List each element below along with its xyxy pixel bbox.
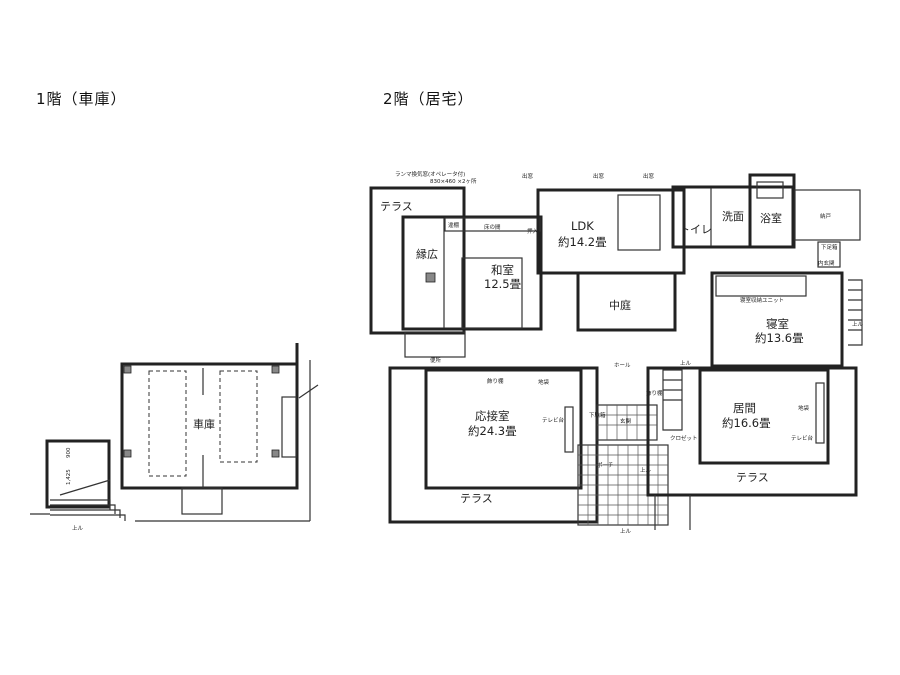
column (425, 272, 436, 283)
floor-title-2f: 2階（居宅） (383, 90, 474, 108)
jibukuro-label: 地袋 (538, 378, 550, 386)
side-closet (281, 396, 297, 458)
transom-size: 830×460 ×2ヶ所 (430, 177, 477, 185)
tv-stand-label: テレビ台 (791, 434, 814, 442)
living-label: 居間 (733, 401, 756, 415)
stairs-center (662, 369, 683, 431)
hall-label: ホール (614, 362, 631, 369)
terrace-s2-wall (646, 366, 858, 497)
toilet-label: トイレ (679, 223, 712, 236)
storage-room (794, 189, 861, 241)
courtyard-label: 中庭 (609, 298, 631, 312)
tv-stand (815, 382, 825, 444)
parking-space (148, 370, 187, 477)
closet-row (444, 217, 541, 232)
column (271, 449, 280, 458)
stair-steps (50, 499, 126, 521)
stairs-east (848, 279, 863, 346)
terrace-nw-label: テラス (380, 200, 413, 213)
bedroom-size: 約13.6畳 (755, 331, 804, 345)
bay-window-label: 出窓 (593, 172, 605, 180)
bay-window-label: 出窓 (522, 172, 534, 180)
inner-entrance-box (817, 241, 841, 268)
tv-stand-label: テレビ台 (542, 416, 565, 424)
tv-stand (564, 406, 574, 453)
garage-step (181, 487, 223, 515)
stair-line (59, 479, 111, 496)
genkan-label: 玄関 (620, 417, 632, 425)
washitsu-size: 12.5畳 (484, 277, 521, 291)
residence-plan (369, 173, 863, 530)
parking-space (219, 370, 258, 463)
engawa-label: 縁広 (416, 247, 438, 261)
garage-label: 車庫 (193, 417, 215, 431)
terrace-s1-wall (388, 366, 599, 524)
ldk-wall (536, 188, 686, 275)
washroom-label: 洗面 (722, 210, 744, 223)
bedroom-storage-unit (715, 275, 807, 297)
shoe-box-inner-label: 下足箱 (821, 243, 838, 251)
courtyard-wall (576, 271, 677, 332)
ldk-label: LDK (571, 219, 594, 233)
washitsu-label: 和室 (491, 263, 514, 277)
column (123, 449, 132, 458)
living-wall (698, 368, 830, 465)
terrace-s1-label: テラス (460, 492, 493, 505)
up-label: 上ル (680, 359, 692, 367)
benjo-label: 便所 (430, 356, 442, 364)
bedroom-storage-label: 寝室収納ユニット (740, 296, 784, 304)
bathtub (756, 181, 784, 199)
tokonoma-label: 床の間 (484, 223, 501, 231)
benjo-room (404, 331, 466, 358)
dimension-900: 900 (66, 447, 72, 458)
living-size: 約16.6畳 (722, 416, 771, 430)
washitsu-block (401, 215, 543, 331)
terrace-s2-label: テラス (736, 471, 769, 484)
leader-line (298, 384, 319, 399)
bedroom-wall (710, 271, 844, 368)
bath-wall (748, 173, 796, 249)
chigaidana-label: 違棚 (448, 221, 460, 229)
bay-window-label: 出窓 (643, 172, 655, 180)
entrance-stair-box (45, 439, 111, 509)
porch-label: ポーチ (597, 462, 614, 469)
floor-title-1f: 1階（車庫） (36, 90, 127, 108)
oshiire-label: 押入 (527, 227, 539, 235)
closet-label: クロゼット (670, 434, 698, 442)
getabako-label: 下駄箱 (589, 411, 606, 419)
up-label: 上ル (72, 524, 84, 532)
garage-plan: 車庫 1,425 900 上ル (30, 343, 319, 532)
shelf-label: 飾り棚 (646, 389, 663, 397)
up-label: 上ル (852, 320, 864, 328)
storage-label: 納戸 (820, 212, 832, 220)
up-label: 上ル (640, 466, 652, 474)
reception-wall (424, 368, 583, 490)
shelf-label: 飾り棚 (487, 377, 504, 385)
tatami-area (461, 257, 523, 329)
kitchen-counter (617, 194, 661, 251)
bedroom-label: 寝室 (766, 317, 789, 331)
reception-label: 応接室 (475, 409, 510, 423)
column (123, 365, 132, 374)
terrace-nw-wall (369, 186, 466, 335)
transom-note: ランマ換気窓(オペレータ付) (395, 170, 465, 178)
reception-size: 約24.3畳 (468, 424, 517, 438)
up-label: 上ル (620, 527, 632, 535)
inner-entrance-label: 内玄関 (818, 259, 835, 267)
ldk-size: 約14.2畳 (558, 235, 607, 249)
dimension-1425: 1,425 (66, 469, 72, 485)
column (271, 365, 280, 374)
bath-label: 浴室 (760, 211, 782, 225)
jibukuro-label: 地袋 (798, 404, 810, 412)
